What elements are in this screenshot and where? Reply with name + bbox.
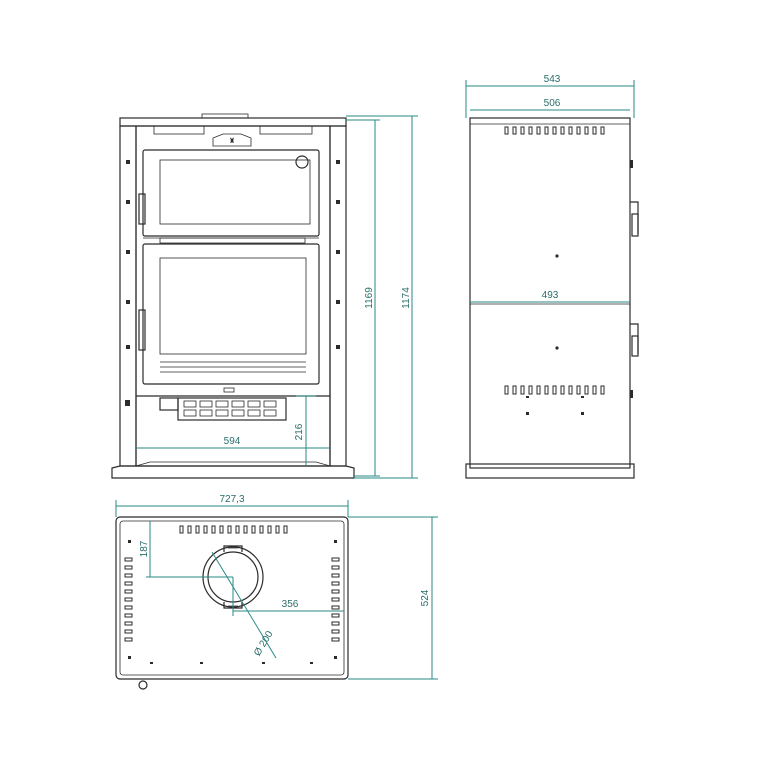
top-view (115, 516, 349, 690)
svg-text:♜: ♜ (229, 137, 235, 145)
dim-top-depth: 524 (420, 589, 431, 606)
front-view: ♜ (111, 113, 355, 479)
front-dimensions: 1169 1174 594 216 (136, 115, 418, 479)
dim-top-width: 727,3 (219, 494, 244, 505)
top-vent-row (179, 525, 288, 534)
dim-top-flue-offset-y: 187 (139, 540, 150, 557)
top-left-vents (124, 557, 133, 642)
top-dimensions: 727,3 524 187 356 Ø 200 (115, 494, 438, 680)
side-dimensions: 543 506 493 (465, 74, 635, 303)
dim-side-depth-outer: 543 (544, 74, 561, 85)
top-right-vents (331, 557, 340, 642)
side-view (465, 117, 639, 479)
dim-front-base-height: 216 (294, 423, 305, 440)
side-bottom-vents (504, 385, 605, 395)
side-top-vents (504, 126, 605, 135)
dim-side-depth-top: 506 (544, 98, 561, 109)
dim-side-depth-mid: 493 (542, 290, 559, 301)
dim-top-flue-offset-x: 356 (282, 599, 299, 610)
dim-front-height-outer: 1174 (401, 287, 412, 309)
dim-front-width-legs: 594 (224, 436, 241, 447)
dim-top-flue-diameter: Ø 200 (252, 629, 276, 658)
dim-front-height-inner: 1169 (364, 287, 375, 309)
